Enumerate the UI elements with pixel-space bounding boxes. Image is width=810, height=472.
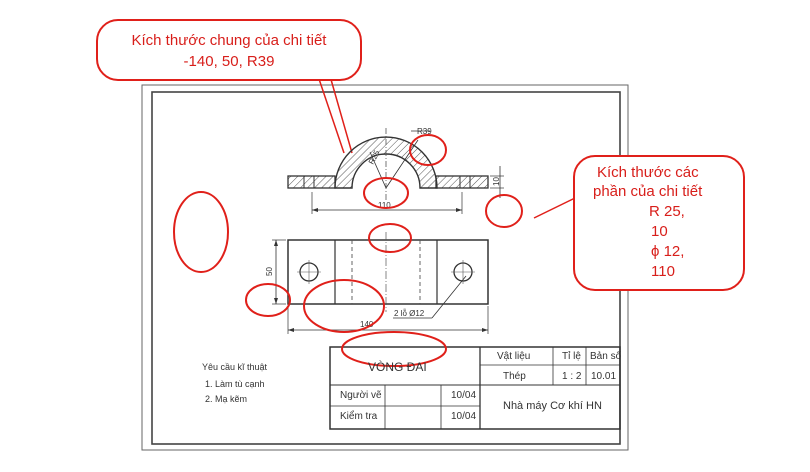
callout-parts-line-2: phần của chi tiết [593,183,703,200]
material-label: Vật liệu [497,351,531,362]
drawing-no-value: 10.01 [591,371,617,382]
dim-10-label: 10 [492,177,501,186]
callout-parts-pointer [533,197,576,219]
highlight-10 [485,194,523,228]
callout-overall-dimensions: Kích thước chung của chi tiết -140, 50, … [96,19,362,81]
requirements-title: Yêu cầu kĩ thuật [202,362,268,372]
callout-parts-line-1: Kích thước các [597,164,699,181]
title-block [329,346,621,430]
callout-parts-line-5: ϕ 12, [651,243,685,260]
drawing-no-label: Bản số [590,351,622,362]
scale-label: Tỉ lệ [562,351,581,362]
annotation-ellipses [173,134,523,367]
callout-overall-pointer-b [329,75,353,154]
drawn-by-label: Người vẽ [340,390,382,401]
callout-parts-line-4: 10 [651,223,668,240]
checked-by-label: Kiểm tra [340,411,378,422]
dim-140-label: 140 [360,320,374,329]
highlight-50 [245,283,291,317]
left-flange-section [287,175,336,189]
material-value: Thép [503,371,526,382]
drawn-date: 10/04 [451,390,477,401]
company-name: Nhà máy Cơ khí HN [503,400,602,412]
callout-overall-line-1: Kích thước chung của chi tiết [131,32,327,49]
dim-holes-label: 2 lỗ Ø12 [394,309,425,318]
highlight-margin [173,191,229,273]
top-view: 2 lỗ Ø12 50 140 [265,232,489,334]
right-flange-section [435,175,489,189]
highlight-r39 [409,134,447,166]
highlight-110 [368,223,412,253]
requirement-1: 1. Làm tù cạnh [205,379,265,389]
callout-overall-pointer-a [317,75,345,154]
callout-parts-line-6: 110 [651,263,675,280]
dim-110-label: 110 [378,201,391,210]
top-view-outline [287,239,489,305]
scale-value: 1 : 2 [562,371,582,382]
part-name: VÒNG ĐAI [368,360,427,374]
front-section-view: R25 R39 110 10 [287,127,504,214]
dim-50-label: 50 [265,267,274,276]
highlight-holes [341,331,447,367]
highlight-140 [303,279,385,333]
checked-date: 10/04 [451,411,477,422]
highlight-r25 [363,177,409,209]
callout-parts-line-3: R 25, [649,203,685,220]
dim-r39-label: R39 [417,127,432,136]
callout-overall-line-2: -140, 50, R39 [183,53,275,70]
requirement-2: 2. Mạ kẽm [205,394,248,404]
callout-part-dimensions: Kích thước các phần của chi tiết R 25, 1… [573,155,745,291]
